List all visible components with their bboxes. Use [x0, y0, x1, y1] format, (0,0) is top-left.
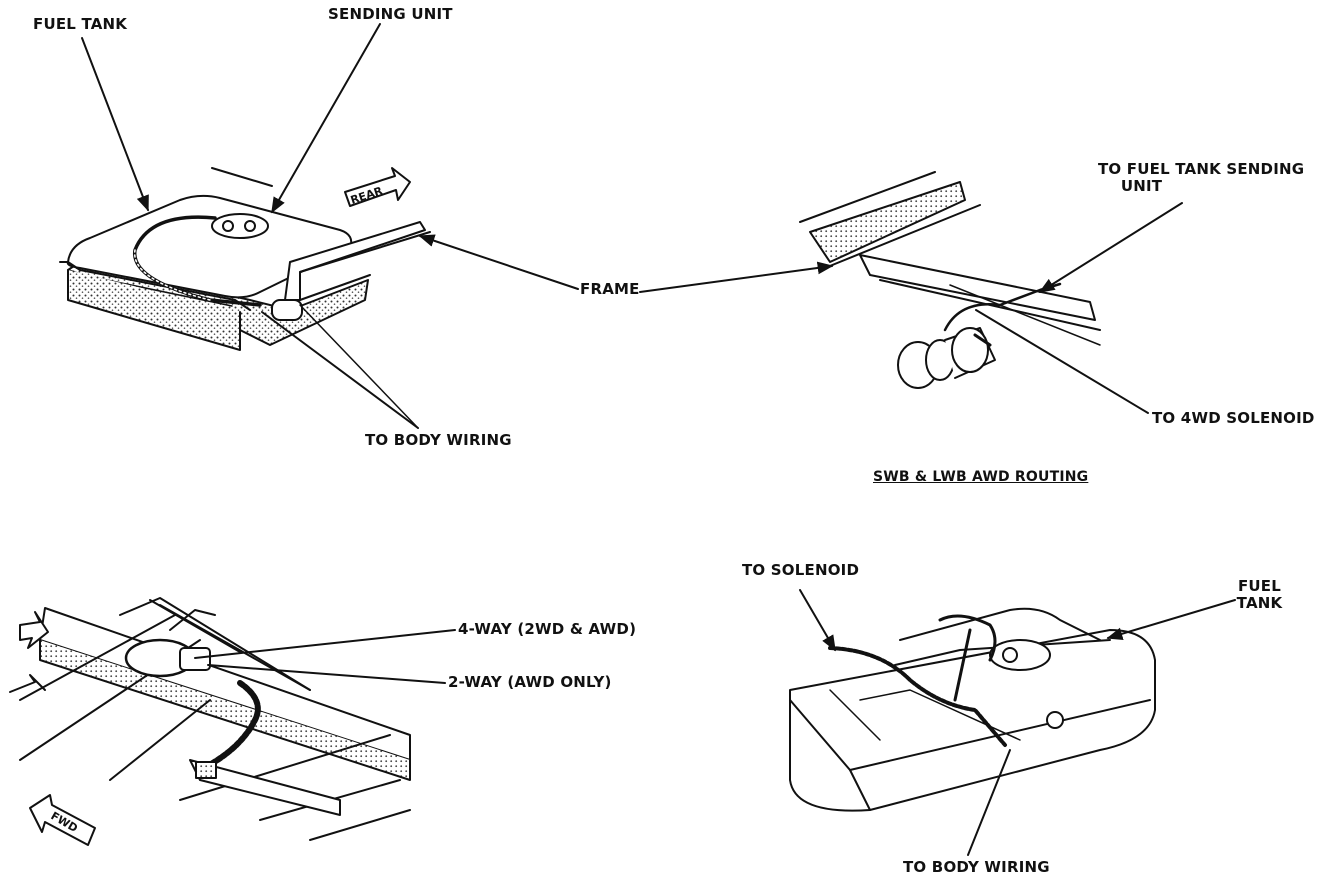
to-4wd-solenoid-label: TO 4WD SOLENOID — [1152, 409, 1315, 427]
frame-rail-bottom-left — [39, 607, 411, 761]
two-way-label: 2-WAY (AWD ONLY) — [448, 673, 612, 691]
leader-fuel-tank-top — [81, 37, 149, 212]
bottom-right-fuel-tank-drawing — [789, 607, 1156, 812]
frame-rail-right — [809, 181, 966, 263]
to-body-wiring-label-bottom: TO BODY WIRING — [903, 858, 1050, 876]
sending-unit-label: SENDING UNIT — [328, 5, 453, 23]
leader-4-way — [194, 629, 456, 659]
to-fuel-tank-sending-line2: UNIT — [1120, 177, 1163, 196]
fuel-tank-label-top: FUEL TANK — [33, 15, 128, 33]
leader-to-fuel-tank-sending — [1038, 202, 1183, 293]
tank-body-bottom-right — [789, 629, 1156, 812]
fuel-tank-label-bottom: FUEL TANK — [1232, 577, 1287, 613]
four-way-label: 4-WAY (2WD & AWD) — [458, 620, 637, 638]
leader-to-body-wiring-top — [261, 311, 419, 429]
to-solenoid-label: TO SOLENOID — [742, 561, 860, 579]
leader-lines — [81, 23, 1236, 856]
rear-arrow-icon — [344, 167, 411, 207]
leader-frame-right — [639, 261, 834, 293]
to-fuel-tank-sending-label: TO FUEL TANK SENDING UNIT — [1098, 160, 1305, 196]
fuel-tank-bottom-line1: FUEL — [1237, 577, 1282, 595]
leader-to-4wd-solenoid — [975, 309, 1149, 414]
top-right-awd-routing-drawing — [799, 171, 1101, 389]
bottom-left-connectors-drawing — [9, 597, 411, 846]
leader-frame-left — [418, 234, 579, 290]
to-fuel-tank-sending-line1: TO FUEL TANK SENDING — [1098, 160, 1305, 178]
leader-sending-unit — [271, 23, 381, 214]
frame-label: FRAME — [580, 280, 640, 298]
leader-to-body-wiring-bottom — [967, 749, 1011, 856]
leader-2-way — [207, 664, 446, 684]
fuel-tank-bottom-line2: TANK — [1236, 594, 1283, 613]
routing-caption: SWB & LWB AWD ROUTING — [873, 469, 1089, 485]
fwd-arrow-icon — [29, 794, 96, 846]
to-body-wiring-label-top: TO BODY WIRING — [365, 431, 512, 449]
tank-top-surface — [66, 194, 353, 299]
top-left-fuel-tank-drawing — [59, 167, 431, 351]
leader-to-solenoid — [799, 589, 836, 652]
harness-conduit — [197, 680, 261, 773]
leader-fuel-tank-bottom — [1106, 599, 1236, 641]
sending-unit-cap — [211, 213, 269, 239]
